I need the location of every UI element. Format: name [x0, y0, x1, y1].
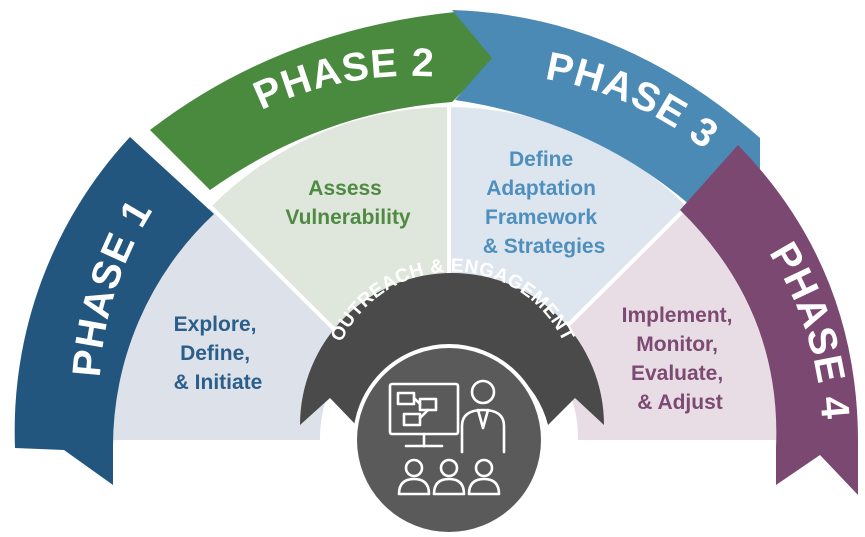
phase-1-line-3: & Initiate: [174, 371, 263, 394]
phase-2-line-2: Vulnerability: [285, 206, 411, 229]
phase-3-line-1: Define: [509, 148, 573, 171]
phase-1-line-2: Define,: [180, 342, 250, 365]
phase-3-description: Define Adaptation Framework & Strategies: [483, 148, 606, 258]
phase-2-description: Assess Vulnerability: [285, 177, 411, 229]
phase-1-arrow: [14, 137, 215, 485]
phase-1-line-1: Explore,: [174, 313, 257, 336]
phase-2-arrow: [150, 12, 500, 190]
phase-1-description: Explore, Define, & Initiate: [174, 313, 263, 394]
sector-phase-4: [543, 207, 786, 440]
phase-4-description: Implement, Monitor, Evaluate, & Adjust: [622, 304, 739, 414]
phase-4-line-4: & Adjust: [637, 391, 723, 414]
phase-4-line-1: Implement,: [622, 304, 733, 327]
phase-2-line-1: Assess: [308, 177, 382, 200]
phase-3-line-3: Framework: [485, 206, 597, 229]
phase-3-line-4: & Strategies: [483, 235, 606, 258]
phase-3-arrow: [452, 10, 760, 205]
phase-arrows: [14, 10, 859, 495]
phase-4-arrow: [680, 145, 859, 495]
presentation-audience-icon: [388, 379, 506, 496]
sector-phase-1: [112, 207, 355, 440]
phase-4-line-2: Monitor,: [636, 333, 718, 356]
center-circle: [353, 344, 545, 536]
phase-3-line-2: Adaptation: [486, 177, 596, 200]
phase-4-line-3: Evaluate,: [631, 362, 723, 385]
